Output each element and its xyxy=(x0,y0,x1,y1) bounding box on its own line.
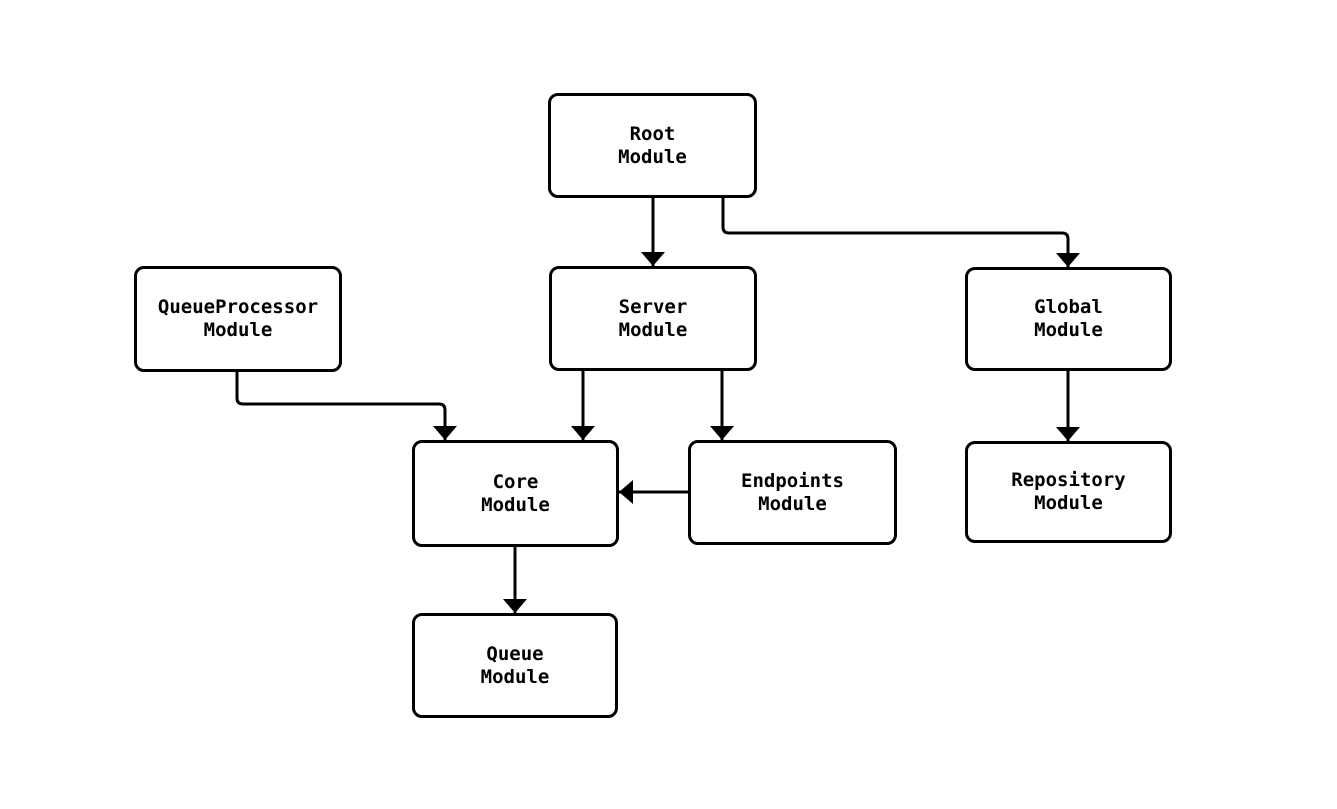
node-queue-module-label: Queue Module xyxy=(480,642,550,688)
node-queueprocessor-module: QueueProcessor Module xyxy=(134,266,342,372)
node-queue-module: Queue Module xyxy=(412,613,618,718)
node-repository-module: Repository Module xyxy=(965,441,1172,543)
node-server-module: Server Module xyxy=(549,266,757,371)
node-server-module-label: Server Module xyxy=(618,295,688,341)
node-core-module: Core Module xyxy=(412,440,619,547)
node-endpoints-module-label: Endpoints Module xyxy=(741,469,844,515)
node-queueprocessor-module-label: QueueProcessor Module xyxy=(157,296,319,341)
edge-queueprocessor-to-core xyxy=(235,372,457,440)
node-repository-module-label: Repository Module xyxy=(1011,469,1126,514)
node-core-module-label: Core Module xyxy=(481,470,550,516)
node-global-module: Global Module xyxy=(965,267,1172,371)
node-endpoints-module: Endpoints Module xyxy=(688,440,897,545)
edge-root-to-global xyxy=(721,198,1080,267)
node-root-module-label: Root Module xyxy=(618,122,687,168)
node-root-module: Root Module xyxy=(548,93,757,198)
node-global-module-label: Global Module xyxy=(1034,296,1103,341)
